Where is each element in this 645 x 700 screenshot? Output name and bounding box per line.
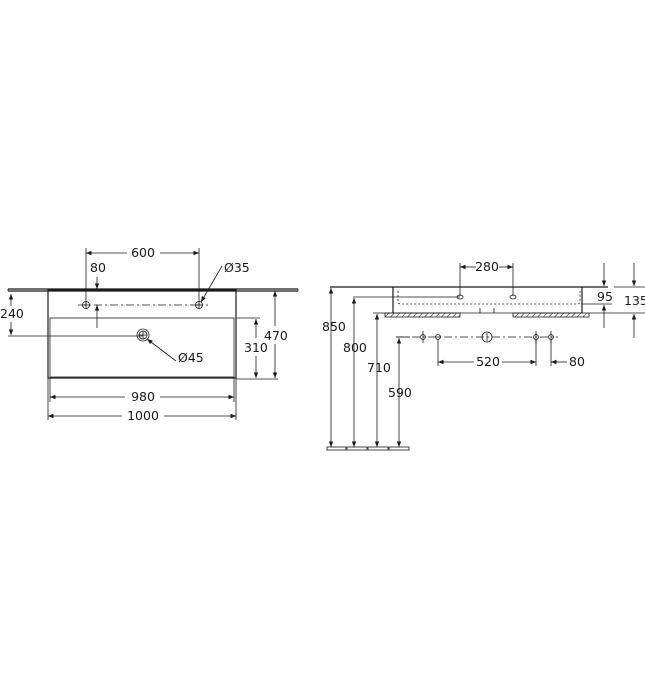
dim-710: 710 (367, 360, 391, 375)
basin-bowl (49, 317, 235, 378)
drain-hole (136, 328, 150, 342)
dim-280: 280 (475, 259, 499, 274)
mounting-surface-right (512, 312, 590, 318)
fixing-point-1 (420, 331, 426, 343)
dim-1000: 1000 (127, 408, 159, 423)
dim-d45: Ø45 (178, 350, 204, 365)
basin-outline (47, 289, 237, 379)
dim-310: 310 (244, 340, 268, 355)
dim-80-side: 80 (569, 354, 585, 369)
top-view: 600 80 Ø35 Ø45 240 310 470 980 (0, 245, 299, 423)
dim-135: 135 (624, 293, 645, 308)
dim-850: 850 (322, 319, 346, 334)
dim-800: 800 (343, 340, 367, 355)
dim-d35: Ø35 (224, 260, 250, 275)
dim-520: 520 (476, 354, 500, 369)
dim-95: 95 (597, 289, 613, 304)
floor-line (326, 446, 410, 451)
dim-980: 980 (131, 389, 155, 404)
dim-470: 470 (264, 328, 288, 343)
dim-600: 600 (131, 245, 155, 260)
mounting-surface-left (384, 312, 461, 318)
bowl-contour (397, 291, 581, 305)
dim-590: 590 (388, 385, 412, 400)
waste-outlet (481, 331, 493, 343)
front-view: 280 95 135 520 80 850 800 (322, 259, 645, 451)
wall-line (7, 288, 299, 292)
dim-240: 240 (0, 306, 24, 321)
dim-80-top: 80 (90, 260, 106, 275)
fixing-point-2 (435, 334, 441, 340)
